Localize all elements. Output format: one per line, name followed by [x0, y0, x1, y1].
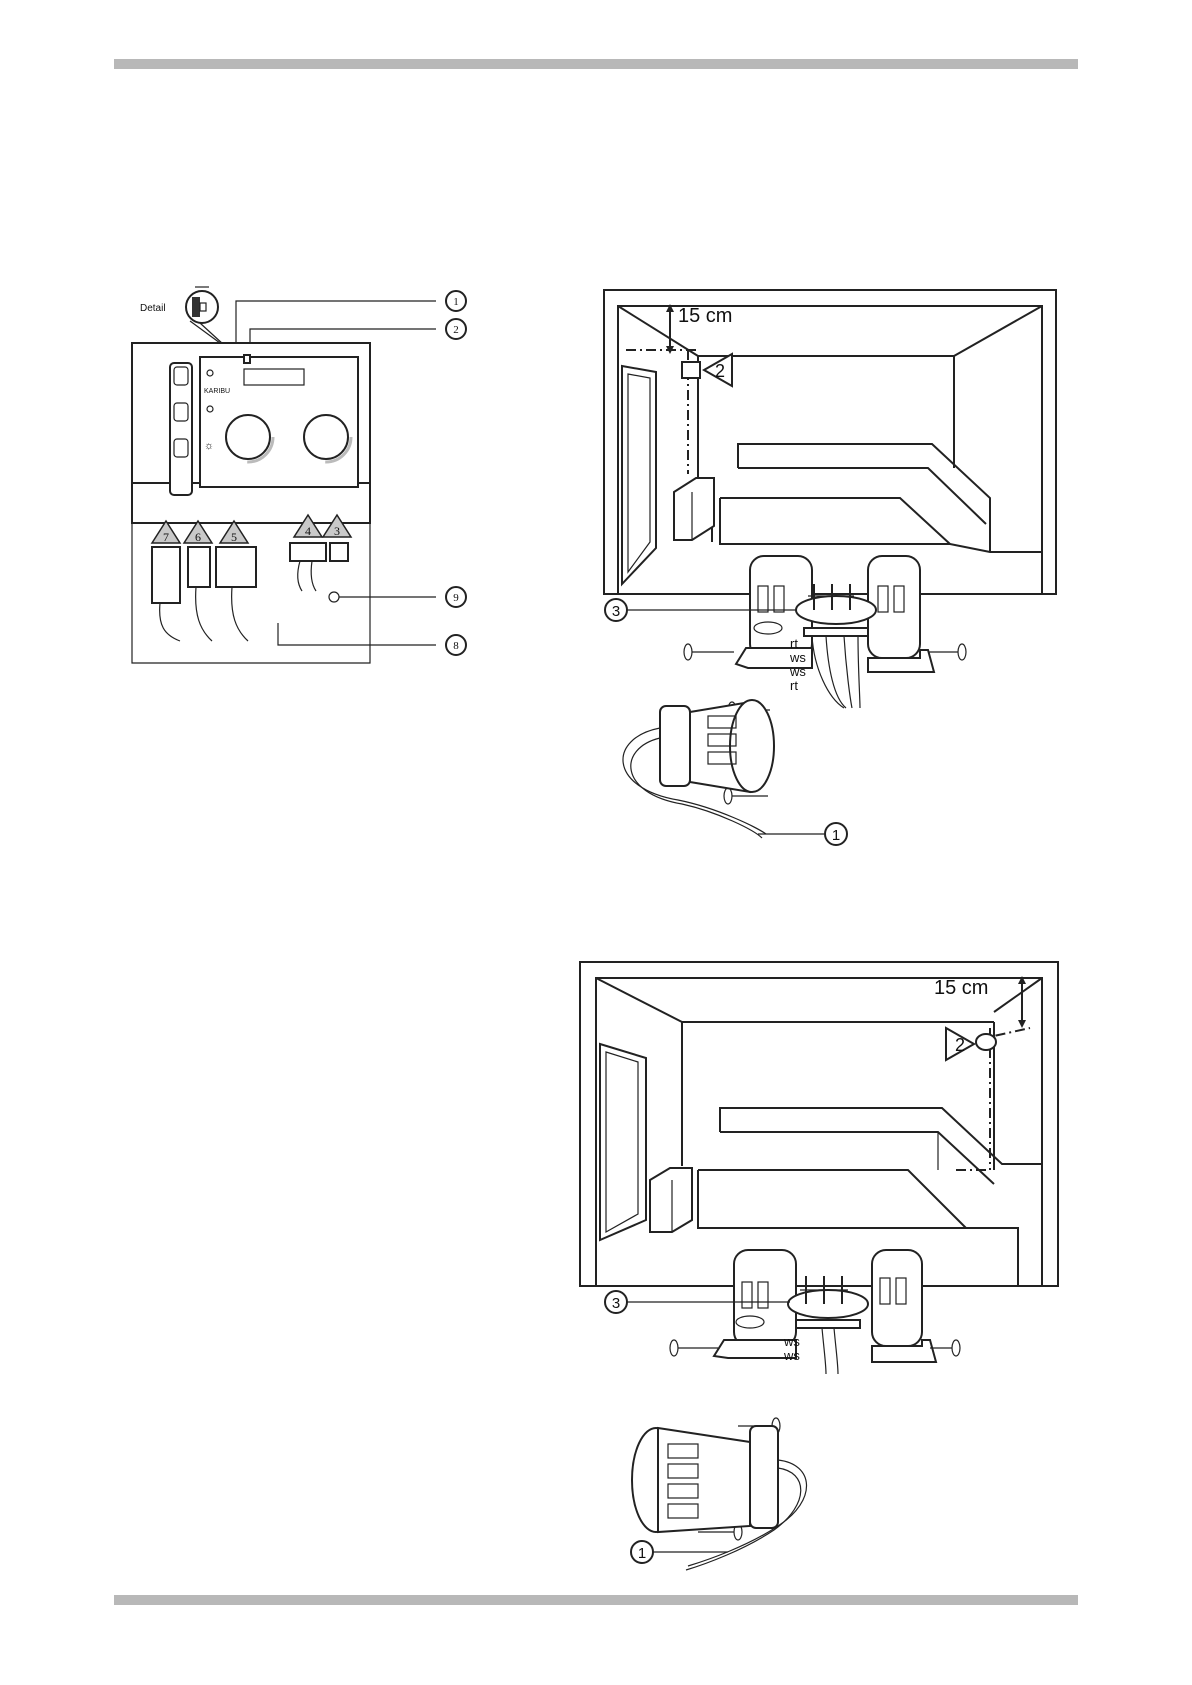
sensor-cylinder	[632, 1426, 807, 1570]
svg-text:1: 1	[453, 296, 459, 308]
temperature-sensor	[682, 362, 700, 378]
svg-text:3: 3	[612, 603, 620, 620]
svg-text:7: 7	[163, 530, 169, 544]
callout-2: 2	[250, 319, 466, 345]
sensor-marker-2: 2	[704, 354, 732, 386]
callout-1: 1	[631, 1541, 728, 1563]
wire-label-ws-2: ws	[789, 664, 806, 679]
svg-text:2: 2	[955, 1035, 965, 1055]
sauna-ceiling-mount-diagram: 15 cm 2 ws ws	[578, 960, 1062, 1578]
svg-text:1: 1	[832, 827, 840, 844]
wire-label-ws-1: ws	[783, 1334, 800, 1349]
sauna-room-outline	[604, 290, 1056, 594]
sauna-room-outline	[580, 962, 1058, 1286]
svg-text:4: 4	[305, 524, 311, 538]
temperature-sensor	[976, 1034, 996, 1050]
svg-text:2: 2	[715, 361, 725, 381]
svg-text:1: 1	[638, 1545, 646, 1562]
distance-label: 15 cm	[934, 977, 988, 999]
wire-label-rt-2: rt	[790, 678, 798, 693]
header-rule	[114, 59, 1078, 69]
brand-label: KARIBU	[204, 388, 230, 395]
terminal-marker-7: 7	[152, 521, 180, 544]
detail-label: Detail	[140, 303, 166, 314]
sensor-marker-2: 2	[946, 1028, 974, 1060]
svg-text:8: 8	[453, 640, 459, 652]
wire-label-ws-2: ws	[783, 1348, 800, 1363]
callout-8: 8	[278, 623, 466, 655]
wire-label-ws-1: ws	[789, 650, 806, 665]
sauna-wall-mount-diagram: 15 cm 2 rt ws ws rt	[598, 288, 1060, 858]
svg-text:☼: ☼	[204, 440, 214, 452]
distance-label: 15 cm	[678, 305, 732, 327]
svg-text:3: 3	[334, 524, 340, 538]
callout-9: 9	[329, 587, 466, 607]
terminal-marker-6: 6	[184, 521, 212, 544]
svg-text:5: 5	[231, 530, 237, 544]
callout-1: 1	[758, 823, 847, 845]
svg-text:6: 6	[195, 530, 201, 544]
time-knob	[226, 415, 270, 459]
svg-text:9: 9	[453, 592, 459, 604]
terminal-marker-5: 5	[220, 521, 248, 544]
wire-label-rt-1: rt	[790, 636, 798, 651]
sensor-cylinder	[623, 700, 774, 838]
svg-text:3: 3	[612, 1295, 620, 1312]
footer-rule	[114, 1595, 1078, 1605]
svg-text:2: 2	[453, 324, 459, 336]
control-panel-diagram: Detail 1 2 KARIBU ☼ 7 6 5	[140, 285, 480, 680]
temperature-knob	[304, 415, 348, 459]
